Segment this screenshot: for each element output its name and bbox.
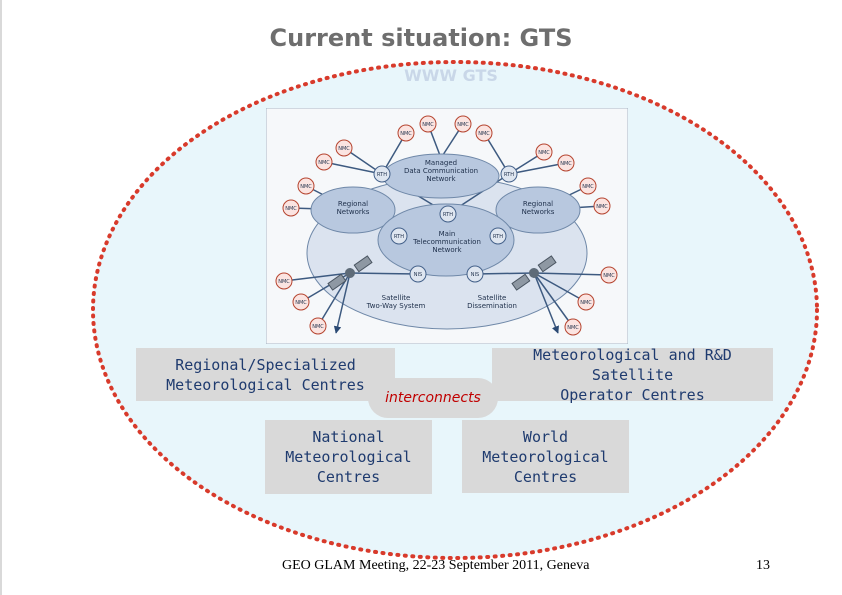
nmc-node-label: NMC <box>596 204 608 210</box>
nmc-node <box>315 153 333 171</box>
nmc-node-label: NMC <box>338 146 350 152</box>
slide-title: Current situation: GTS <box>269 24 573 52</box>
nmc-node <box>600 266 618 284</box>
nmc-node <box>454 115 472 133</box>
satellite-link-arrow <box>533 272 559 334</box>
nmc-node <box>282 199 300 217</box>
national-centres-box: National Meteorological Centres <box>265 420 432 494</box>
rth-node-label: RTH <box>504 172 514 178</box>
nmc-node <box>475 124 493 142</box>
nmc-node-label: NMC <box>567 325 579 331</box>
slide-subtitle: WWW GTS <box>404 66 498 85</box>
nmc-node <box>292 293 310 311</box>
satellite-link-arrow <box>533 271 610 279</box>
nmc-node-label: NMC <box>422 122 434 128</box>
nmc-node-label: NMC <box>318 160 330 166</box>
nmc-node <box>577 293 595 311</box>
nmc-node <box>579 177 597 195</box>
nmc-node-label: NMC <box>312 324 324 330</box>
satellite-operator-centres-label: Meteorological and R&D Satellite Operato… <box>533 345 732 404</box>
rth-node <box>373 165 391 183</box>
nmc-node <box>593 197 611 215</box>
regional-network-right-ellipse <box>495 186 581 234</box>
nmc-node-label: NMC <box>582 184 594 190</box>
nmc-node-label: NMC <box>538 150 550 156</box>
rth-node-label: RTH <box>394 234 404 240</box>
gts-link <box>349 272 419 275</box>
nmc-node <box>535 143 553 161</box>
nmc-node <box>309 317 327 335</box>
gts-link <box>323 161 383 175</box>
nmc-node <box>275 272 293 290</box>
nmc-node-label: NMC <box>560 161 572 167</box>
nmc-node <box>335 139 353 157</box>
nmc-node <box>297 177 315 195</box>
interconnects-label: interconnects <box>385 390 481 406</box>
satellite-link-arrow <box>533 272 574 328</box>
slide-left-edge <box>0 0 2 595</box>
nmc-node-label: NMC <box>278 279 290 285</box>
page-number: 13 <box>756 558 770 573</box>
satellite-link-arrow <box>533 272 587 303</box>
rth-node-label: RTH <box>443 212 453 218</box>
satellite-operator-centres-box: Meteorological and R&D Satellite Operato… <box>492 346 773 404</box>
nis-node <box>409 265 427 283</box>
nmc-node-label: NMC <box>603 273 615 279</box>
satellite-link-arrow <box>283 272 351 284</box>
main-telecom-network-ellipse <box>377 203 515 277</box>
nmc-node-label: NMC <box>300 184 312 190</box>
rth-node <box>439 205 457 223</box>
satellite-two-way-icon <box>327 255 373 291</box>
rth-node-label: RTH <box>377 172 387 178</box>
world-centres-label: World Meteorological Centres <box>482 427 609 486</box>
rth-node <box>500 165 518 183</box>
nis-node-label: NIS <box>414 272 422 278</box>
nmc-node-label: NMC <box>400 131 412 137</box>
gts-nodes: NMC NMC NMC NMC NMC NMC NMC NMC NMC NMC NMC NMC NMC N… <box>275 115 618 336</box>
nmc-node <box>564 318 582 336</box>
satellite-dissemination-icon <box>511 255 557 291</box>
rth-node <box>489 227 507 245</box>
interconnects-badge: interconnects <box>368 378 498 418</box>
national-centres-label: National Meteorological Centres <box>285 428 412 486</box>
rth-node-label: RTH <box>493 234 503 240</box>
footer-text: GEO GLAM Meeting, 22-23 September 2011, … <box>282 558 590 573</box>
world-centres-box: World Meteorological Centres <box>462 420 629 493</box>
nmc-node <box>397 124 415 142</box>
nmc-node <box>419 115 437 133</box>
regional-network-left-ellipse <box>310 186 396 234</box>
nmc-node <box>557 154 575 172</box>
nis-node-label: NIS <box>471 272 479 278</box>
nmc-node-label: NMC <box>457 122 469 128</box>
gts-link <box>474 272 535 275</box>
gts-link <box>508 162 567 175</box>
nmc-node-label: NMC <box>580 300 592 306</box>
nmc-node-label: NMC <box>478 131 490 137</box>
regional-specialized-centres-box: Regional/Specialized Meteorological Cent… <box>136 348 395 401</box>
regional-specialized-centres-label: Regional/Specialized Meteorological Cent… <box>166 355 365 394</box>
rth-node <box>390 227 408 245</box>
nmc-node-label: NMC <box>285 206 297 212</box>
nis-node <box>466 265 484 283</box>
satellite-link-arrow <box>333 272 351 334</box>
nmc-node-label: NMC <box>295 300 307 306</box>
